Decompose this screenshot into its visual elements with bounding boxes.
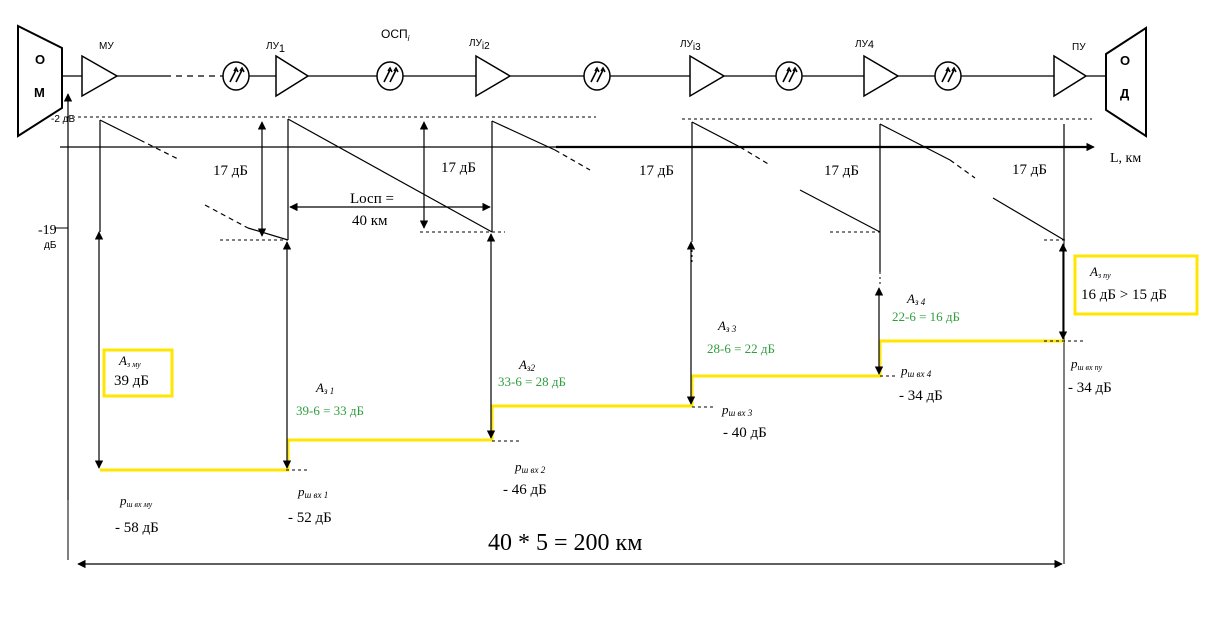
- od-label-top: О: [1120, 53, 1130, 68]
- gain-lu4-value: 22-6 = 16 дБ: [892, 309, 960, 324]
- gain-mu-label: Аз му: [118, 353, 141, 369]
- x-axis-label: L, км: [1110, 151, 1141, 166]
- drop-label-2: 17 дБ: [441, 160, 476, 176]
- lu1-label: ЛУ1: [266, 41, 285, 55]
- drop-label-3: 17 дБ: [639, 163, 674, 179]
- level-top-label: -2 дБ: [51, 114, 76, 125]
- amplifier-mu-triangle: [81, 54, 119, 98]
- drop-label-4: 17 дБ: [824, 163, 859, 179]
- gain-mu-value: 39 дБ: [114, 373, 149, 389]
- noise-lu1-label: рш вх 1: [297, 484, 328, 500]
- gain-pu-value: 16 дБ > 15 дБ: [1081, 287, 1167, 303]
- mu-label: МУ: [99, 41, 114, 52]
- gain-pu-box: [1073, 254, 1199, 316]
- noise-level-staircase: [100, 339, 1086, 472]
- noise-level-line: [100, 339, 1064, 472]
- noise-pu-label: рш вх пу: [1070, 356, 1103, 372]
- amplifier-lu4-triangle: [863, 54, 900, 98]
- drop-label-1: 17 дБ: [213, 163, 248, 179]
- amplifier-pu-triangle: [1053, 54, 1088, 98]
- noise-labels: рш вх му - 58 дБ рш вх 1 - 52 дБ рш вх 2…: [115, 356, 1112, 536]
- gain-arrows: [94, 231, 1068, 469]
- amplifier-lu1-triangle: [275, 54, 310, 98]
- amplifier-lu2-triangle: [475, 54, 512, 98]
- regenerator-icon: [934, 61, 962, 91]
- gain-lu3-label: Аз 3: [717, 318, 737, 334]
- optical-chain: О М О Д МУ ЛУ1 ОСПi ЛУi2 ЛУi3 ЛУ4 ПУ: [17, 24, 1147, 138]
- noise-lu4-value: - 34 дБ: [899, 388, 943, 404]
- noise-lu3-label: рш вх 3: [721, 402, 753, 418]
- level-mid-unit: дБ: [44, 240, 57, 251]
- od-label-bottom: Д: [1120, 86, 1130, 101]
- span-markers: 17 дБ 17 дБ 17 дБ 17 дБ 17 дБ Lосп = 40 …: [213, 121, 1047, 237]
- gain-pu-label: Аз пу: [1089, 264, 1111, 280]
- noise-pu-value: - 34 дБ: [1068, 380, 1112, 396]
- gain-labels: Аз му 39 дБ Аз 1 39-6 = 33 дБ Аз2 33-6 =…: [102, 254, 1199, 418]
- gain-lu4-label: Аз 4: [906, 291, 926, 307]
- om-label-bottom: М: [34, 85, 45, 100]
- gain-mu-box: [102, 348, 174, 398]
- regenerator-icon: [376, 61, 404, 91]
- noise-mu-label: рш вх му: [119, 493, 153, 509]
- regenerator-icon: [583, 61, 611, 91]
- total-length-label: 40 * 5 = 200 км: [488, 530, 642, 556]
- optical-detector-block: О Д: [1105, 26, 1147, 138]
- gain-lu2-value: 33-6 = 28 дБ: [498, 374, 566, 389]
- gain-lu1-label: Аз 1: [315, 380, 334, 396]
- amplifier-lu3-triangle: [689, 54, 726, 98]
- noise-lu2-value: - 46 дБ: [503, 482, 547, 498]
- level-mid-label: -19: [38, 223, 57, 238]
- drop-label-5: 17 дБ: [1012, 162, 1047, 178]
- regenerator-icon: [775, 61, 803, 91]
- noise-lu1-value: - 52 дБ: [288, 510, 332, 526]
- lu4-label: ЛУ4: [855, 39, 874, 51]
- total-length: 40 * 5 = 200 км: [67, 500, 1063, 569]
- span-length-line2: 40 км: [352, 213, 388, 229]
- diagram-axes: L, км -2 дБ -19 дБ: [38, 93, 1141, 500]
- gain-lu1-value: 39-6 = 33 дБ: [296, 403, 364, 418]
- noise-lu2-label: рш вх 2: [514, 459, 546, 475]
- lu3-label: ЛУi3: [680, 39, 701, 53]
- osp-label: ОСПi: [381, 27, 410, 43]
- span-length-line1: Lосп =: [350, 191, 394, 207]
- optical-modulator-block: О М: [17, 24, 63, 138]
- regenerator-icon: [222, 61, 250, 91]
- noise-mu-value: - 58 дБ: [115, 520, 159, 536]
- lu2-label: ЛУi2: [469, 38, 490, 52]
- pu-label: ПУ: [1072, 42, 1086, 53]
- om-label-top: О: [35, 52, 45, 67]
- gain-lu2-label: Аз2: [518, 357, 535, 373]
- noise-lu4-label: рш вх 4: [900, 363, 932, 379]
- gain-lu3-value: 28-6 = 22 дБ: [707, 341, 775, 356]
- noise-lu3-value: - 40 дБ: [723, 425, 767, 441]
